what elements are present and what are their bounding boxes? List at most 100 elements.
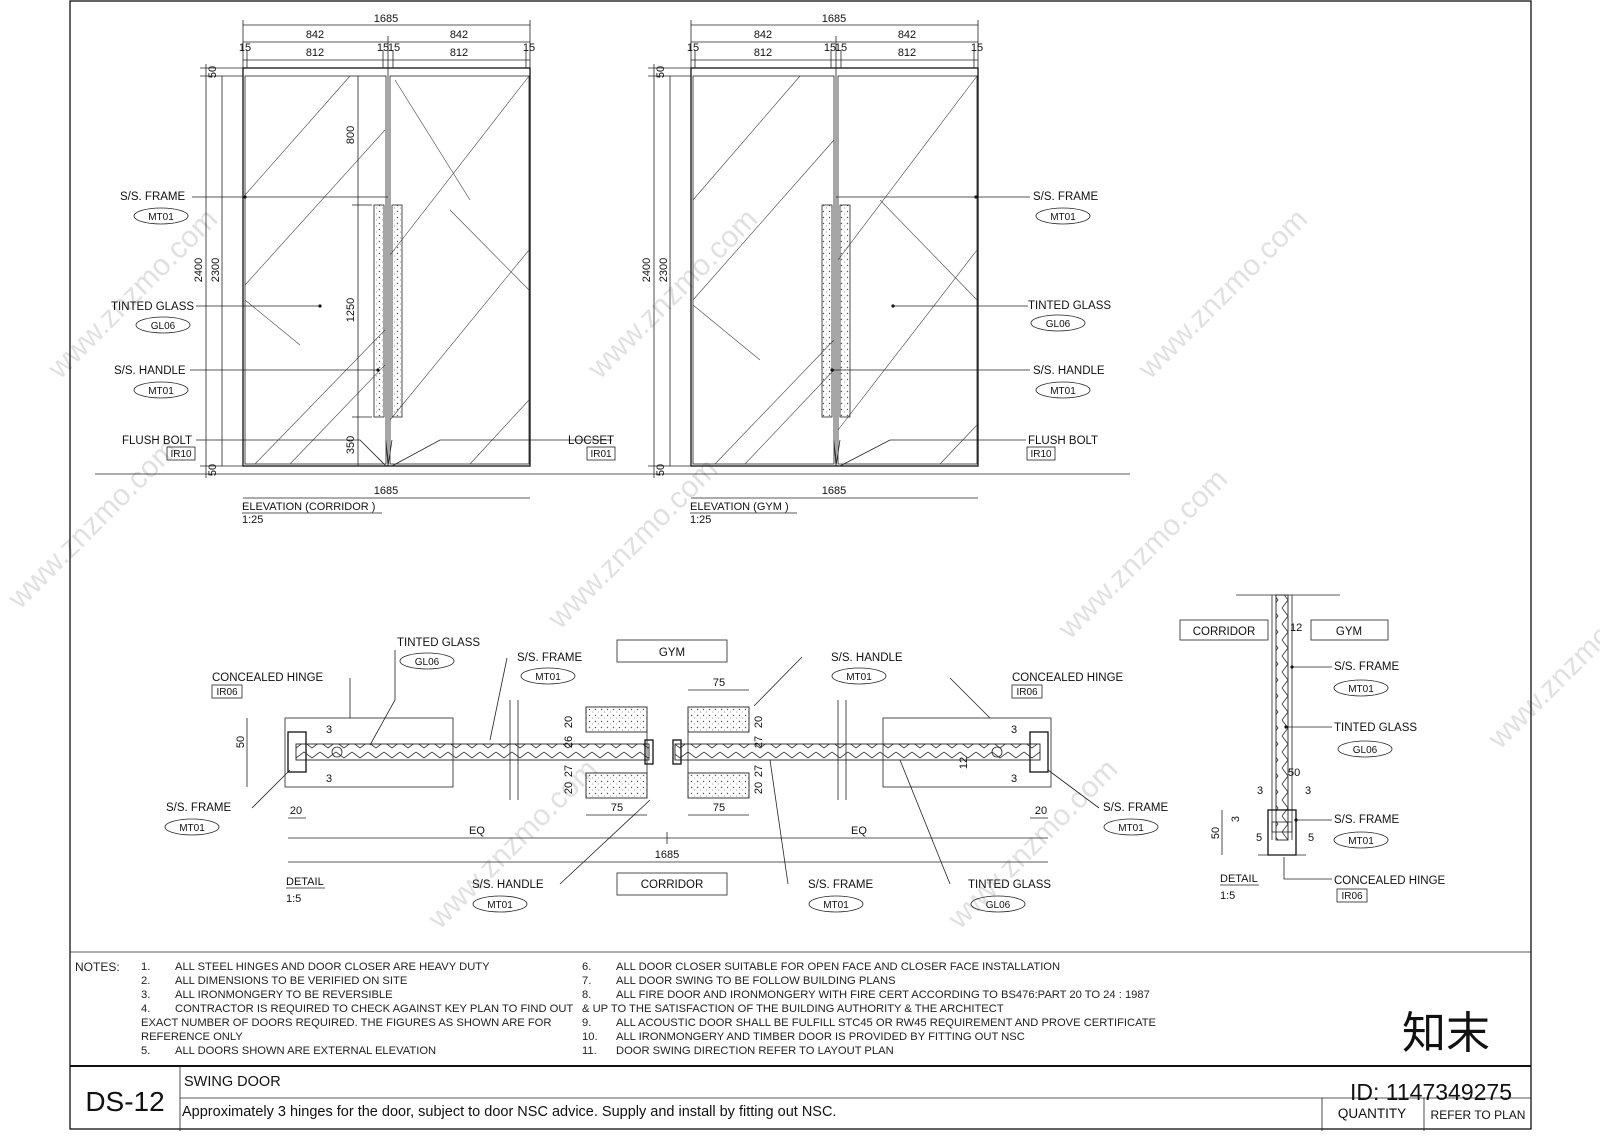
tag-glass: GL06 xyxy=(1353,745,1378,756)
elevation-gym-scale: 1:25 xyxy=(690,514,711,526)
label-frame: S/S. FRAME xyxy=(1103,802,1169,814)
note-number: 6. xyxy=(582,961,592,973)
tag-hinge: IR06 xyxy=(1341,891,1363,902)
dim-edge: 15 xyxy=(971,42,983,54)
left-leaf xyxy=(692,75,835,465)
left-leaf xyxy=(244,75,387,465)
swing-mark xyxy=(833,439,841,467)
note-number: 1. xyxy=(141,961,151,973)
door-frame xyxy=(690,67,979,467)
dim-20: 20 xyxy=(1035,805,1047,817)
tag-frame: MT01 xyxy=(535,672,561,683)
watermark-text: www.znzmo.com xyxy=(941,752,1124,935)
note-item: REFERENCE ONLY xyxy=(141,1030,573,1044)
elevation-gym-title: ELEVATION (GYM ) xyxy=(690,501,789,513)
label-frame: S/S. FRAME xyxy=(1033,191,1099,203)
watermark-text: www.znzmo.com xyxy=(1051,462,1234,645)
label-glass: TINTED GLASS xyxy=(1028,300,1111,312)
tag-bolt: IR10 xyxy=(1030,449,1052,460)
dim-overall-top: 1685 xyxy=(822,13,846,25)
room-label-corridor: CORRIDOR xyxy=(641,879,704,891)
label-frame: S/S. FRAME xyxy=(517,652,583,664)
label-hinge: CONCEALED HINGE xyxy=(1012,672,1124,684)
right-leaf xyxy=(389,75,530,465)
note-text: ALL ACOUSTIC DOOR SHALL BE FULFILL STC45… xyxy=(616,1017,1157,1029)
handle-top-right xyxy=(687,706,750,733)
dim-50: 50 xyxy=(1288,767,1300,779)
watermark-text: www.znzmo.com xyxy=(541,452,724,635)
dim-27: 27 xyxy=(563,765,575,777)
dim-edge: 15 xyxy=(523,42,535,54)
note-text: ALL STEEL HINGES AND DOOR CLOSER ARE HEA… xyxy=(175,961,490,973)
label-glass: TINTED GLASS xyxy=(397,637,480,649)
watermark-id: ID: 1147349275 xyxy=(1350,1079,1512,1105)
plan-detail: GYM CORRIDOR 50 3 3 3 3 20 xyxy=(164,637,1169,913)
section-detail-scale: 1:5 xyxy=(1220,890,1235,902)
dim-leaf-left: 842 xyxy=(306,29,324,41)
tag-frame: MT01 xyxy=(148,212,174,223)
note-item: EXACT NUMBER OF DOORS REQUIRED. THE FIGU… xyxy=(141,1016,573,1030)
note-item: 11.DOOR SWING DIRECTION REFER TO LAYOUT … xyxy=(582,1044,1156,1058)
tag-handle: MT01 xyxy=(487,900,513,911)
note-item: 9. ALL ACOUSTIC DOOR SHALL BE FULFILL STC… xyxy=(582,1016,1156,1030)
note-text: CONTRACTOR IS REQUIRED TO CHECK AGAINST … xyxy=(175,1003,574,1015)
dim-rail-top: 50 xyxy=(655,66,667,78)
dim-3: 3 xyxy=(326,773,332,785)
label-frame: S/S. FRAME xyxy=(166,802,232,814)
label-hinge: CONCEALED HINGE xyxy=(1334,875,1446,887)
dim-75: 75 xyxy=(713,677,725,689)
dim-overall-top: 1685 xyxy=(374,13,398,25)
note-text: ALL FIRE DOOR AND IRONMONGERY WITH FIRE … xyxy=(616,989,1150,1001)
note-number: 7. xyxy=(582,975,592,987)
dim-edge: 15 xyxy=(824,42,836,54)
dim-5: 5 xyxy=(1308,832,1314,844)
door-frame xyxy=(242,67,531,467)
note-number: 9. xyxy=(582,1017,592,1029)
dim-3: 3 xyxy=(1011,773,1017,785)
dim-rail-bottom: 50 xyxy=(655,464,667,476)
dim-clear-right: 812 xyxy=(898,47,916,59)
tag-glass: GL06 xyxy=(415,657,440,668)
drawing-description: Approximately 3 hinges for the door, sub… xyxy=(182,1104,837,1120)
dim-3: 3 xyxy=(1257,785,1263,797)
glass-reflection-lines xyxy=(692,75,978,465)
note-item: 10.ALL IRONMONGERY AND TIMBER DOOR IS PR… xyxy=(582,1030,1156,1044)
dim-edge: 15 xyxy=(239,42,251,54)
dim-3: 3 xyxy=(1230,816,1242,822)
note-item: 2.ALL DIMENSIONS TO BE VERIFIED ON SITE xyxy=(141,974,573,988)
tag-handle: MT01 xyxy=(846,672,872,683)
dim-rail-top: 50 xyxy=(207,66,219,78)
drawing-code: DS-12 xyxy=(85,1086,165,1117)
note-text: & UP TO THE SATISFACTION OF THE BUILDING… xyxy=(582,1003,1004,1015)
dim-50: 50 xyxy=(235,736,247,748)
dim-overall: 1685 xyxy=(655,849,679,861)
dim-3: 3 xyxy=(326,724,332,736)
dim-height-glass: 2300 xyxy=(210,258,222,282)
note-number: 10. xyxy=(582,1031,598,1043)
label-handle: S/S. HANDLE xyxy=(1033,365,1105,377)
note-number: 3. xyxy=(141,989,151,1001)
label-frame: S/S. FRAME xyxy=(808,879,874,891)
tag-bolt: IR10 xyxy=(170,449,192,460)
note-item: 8.ALL FIRE DOOR AND IRONMONGERY WITH FIR… xyxy=(582,988,1156,1002)
watermark-text: www.znzmo.com xyxy=(1481,572,1600,755)
label-bolt: FLUSH BOLT xyxy=(1028,435,1098,447)
watermark-text: www.znzmo.com xyxy=(1,432,184,615)
dim-edge: 15 xyxy=(687,42,699,54)
label-bolt: FLUSH BOLT xyxy=(122,435,192,447)
tag-frame: MT01 xyxy=(1348,684,1374,695)
dim-27: 27 xyxy=(753,765,765,777)
elevation-corridor: 1685 842 842 15 812 15 15 812 15 50 2400… xyxy=(95,13,1130,526)
dim-20: 20 xyxy=(753,716,765,728)
notes-left-column: 1. ALL STEEL HINGES AND DOOR CLOSER ARE H… xyxy=(141,960,573,1058)
section-detail: CORRIDOR GYM 50 12 50 3 3 3 5 5 S/S. FRA… xyxy=(1179,594,1446,903)
note-item: 1. ALL STEEL HINGES AND DOOR CLOSER ARE H… xyxy=(141,960,573,974)
room-label-gym: GYM xyxy=(1336,626,1362,638)
dim-50: 50 xyxy=(1210,827,1222,839)
label-frame: S/S. FRAME xyxy=(1334,814,1400,826)
glass-section xyxy=(1275,594,1289,841)
left-handle xyxy=(821,204,833,418)
dim-height-glass: 2300 xyxy=(658,258,670,282)
tag-frame: MT01 xyxy=(1050,212,1076,223)
